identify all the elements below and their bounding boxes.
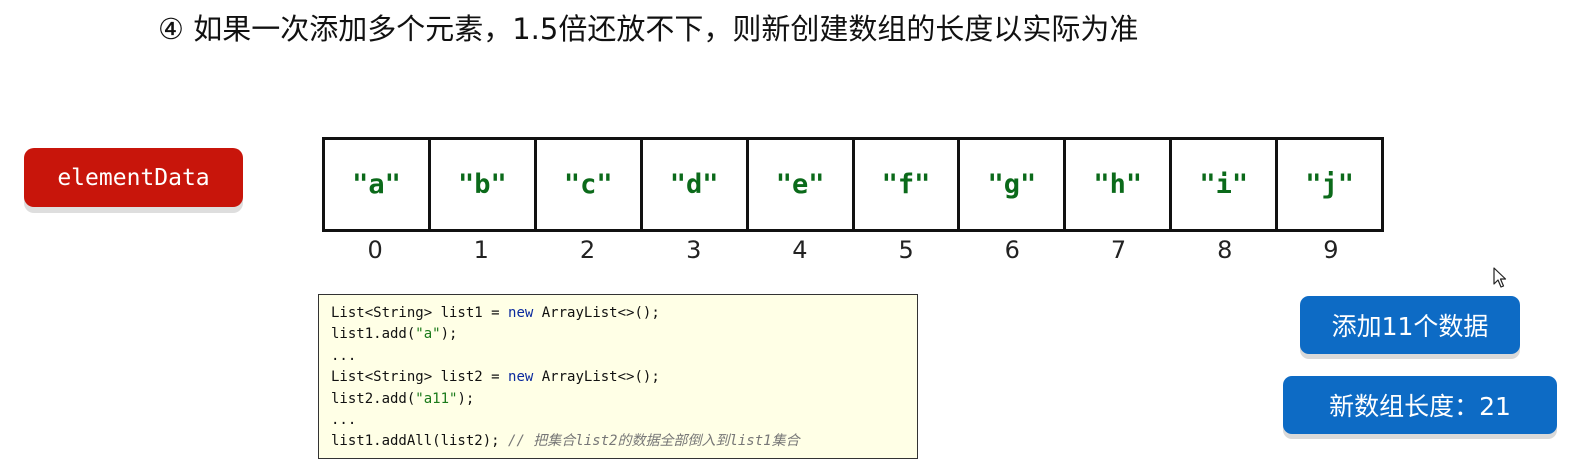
code-line-7: list1.addAll(list2); // 把集合list2的数据全部倒入到… (331, 431, 905, 452)
code-line-1: List<String> list1 = new ArrayList<>(); (331, 303, 905, 324)
array-indices: 0 1 2 3 4 5 6 7 8 9 (322, 236, 1384, 270)
element-data-array: "a" "b" "c" "d" "e" "f" "g" "h" "i" "j" (322, 137, 1384, 232)
array-index-1: 1 (473, 236, 489, 264)
array-index-2: 2 (579, 236, 596, 264)
code-line-3: ... (331, 347, 357, 364)
array-index-7: 7 (1110, 236, 1127, 264)
element-data-label: elementData (24, 148, 243, 207)
array-cell-9: "j" (1305, 169, 1354, 200)
array-index-6: 6 (1004, 236, 1020, 264)
array-index-4: 4 (792, 236, 808, 264)
array-index-8: 8 (1217, 236, 1233, 264)
code-text: ArrayList<>(); (533, 369, 660, 386)
array-cell-7: "h" (1066, 140, 1173, 229)
array-cell-4: "e" (749, 140, 855, 229)
code-text: List<String> list1 = (331, 305, 509, 321)
code-text: ); (440, 326, 458, 343)
array-cell-2: "c" (537, 140, 643, 229)
array-cell-5: "f" (855, 140, 961, 229)
code-text: List<String> list2 = (331, 369, 509, 386)
array-index-9: 9 (1323, 236, 1339, 264)
page-title: ④ 如果一次添加多个元素，1.5倍还放不下，则新创建数组的长度以实际为准 (158, 12, 1139, 46)
code-text: list1.addAll(list2); (331, 433, 509, 450)
code-line-5: list2.add("a11"); (331, 389, 905, 410)
array-index-5: 5 (898, 236, 914, 264)
new-array-length-button[interactable]: 新数组长度：21 (1283, 376, 1557, 434)
array-index-0: 0 (367, 236, 383, 264)
array-cell-0: "a" (325, 140, 431, 229)
code-text: ArrayList<>(); (533, 305, 660, 321)
code-text: list1.add( (331, 326, 416, 343)
add-11-items-button[interactable]: 添加11个数据 (1300, 296, 1520, 354)
array-cell-1: "b" (431, 140, 537, 229)
array-index-3: 3 (686, 236, 702, 264)
array-cell-3: "d" (643, 140, 749, 229)
mouse-pointer-icon (1493, 267, 1507, 288)
array-cell-6: "g" (960, 140, 1067, 229)
code-string: "a" (415, 326, 441, 343)
code-keyword: new (508, 305, 534, 321)
code-keyword: new (508, 369, 534, 386)
code-snippet: List<String> list1 = new ArrayList<>(); … (318, 294, 918, 459)
code-line-2: list1.add("a"); (331, 324, 905, 345)
code-line-4: List<String> list2 = new ArrayList<>(); (331, 367, 905, 388)
code-string: "a11" (415, 390, 458, 407)
code-text: ); (457, 390, 475, 407)
array-cell-8: "i" (1172, 140, 1279, 229)
code-comment: // 把集合list2的数据全部倒入到list1集合 (508, 433, 800, 450)
code-text: list2.add( (331, 390, 416, 407)
code-line-6: ... (331, 412, 357, 429)
